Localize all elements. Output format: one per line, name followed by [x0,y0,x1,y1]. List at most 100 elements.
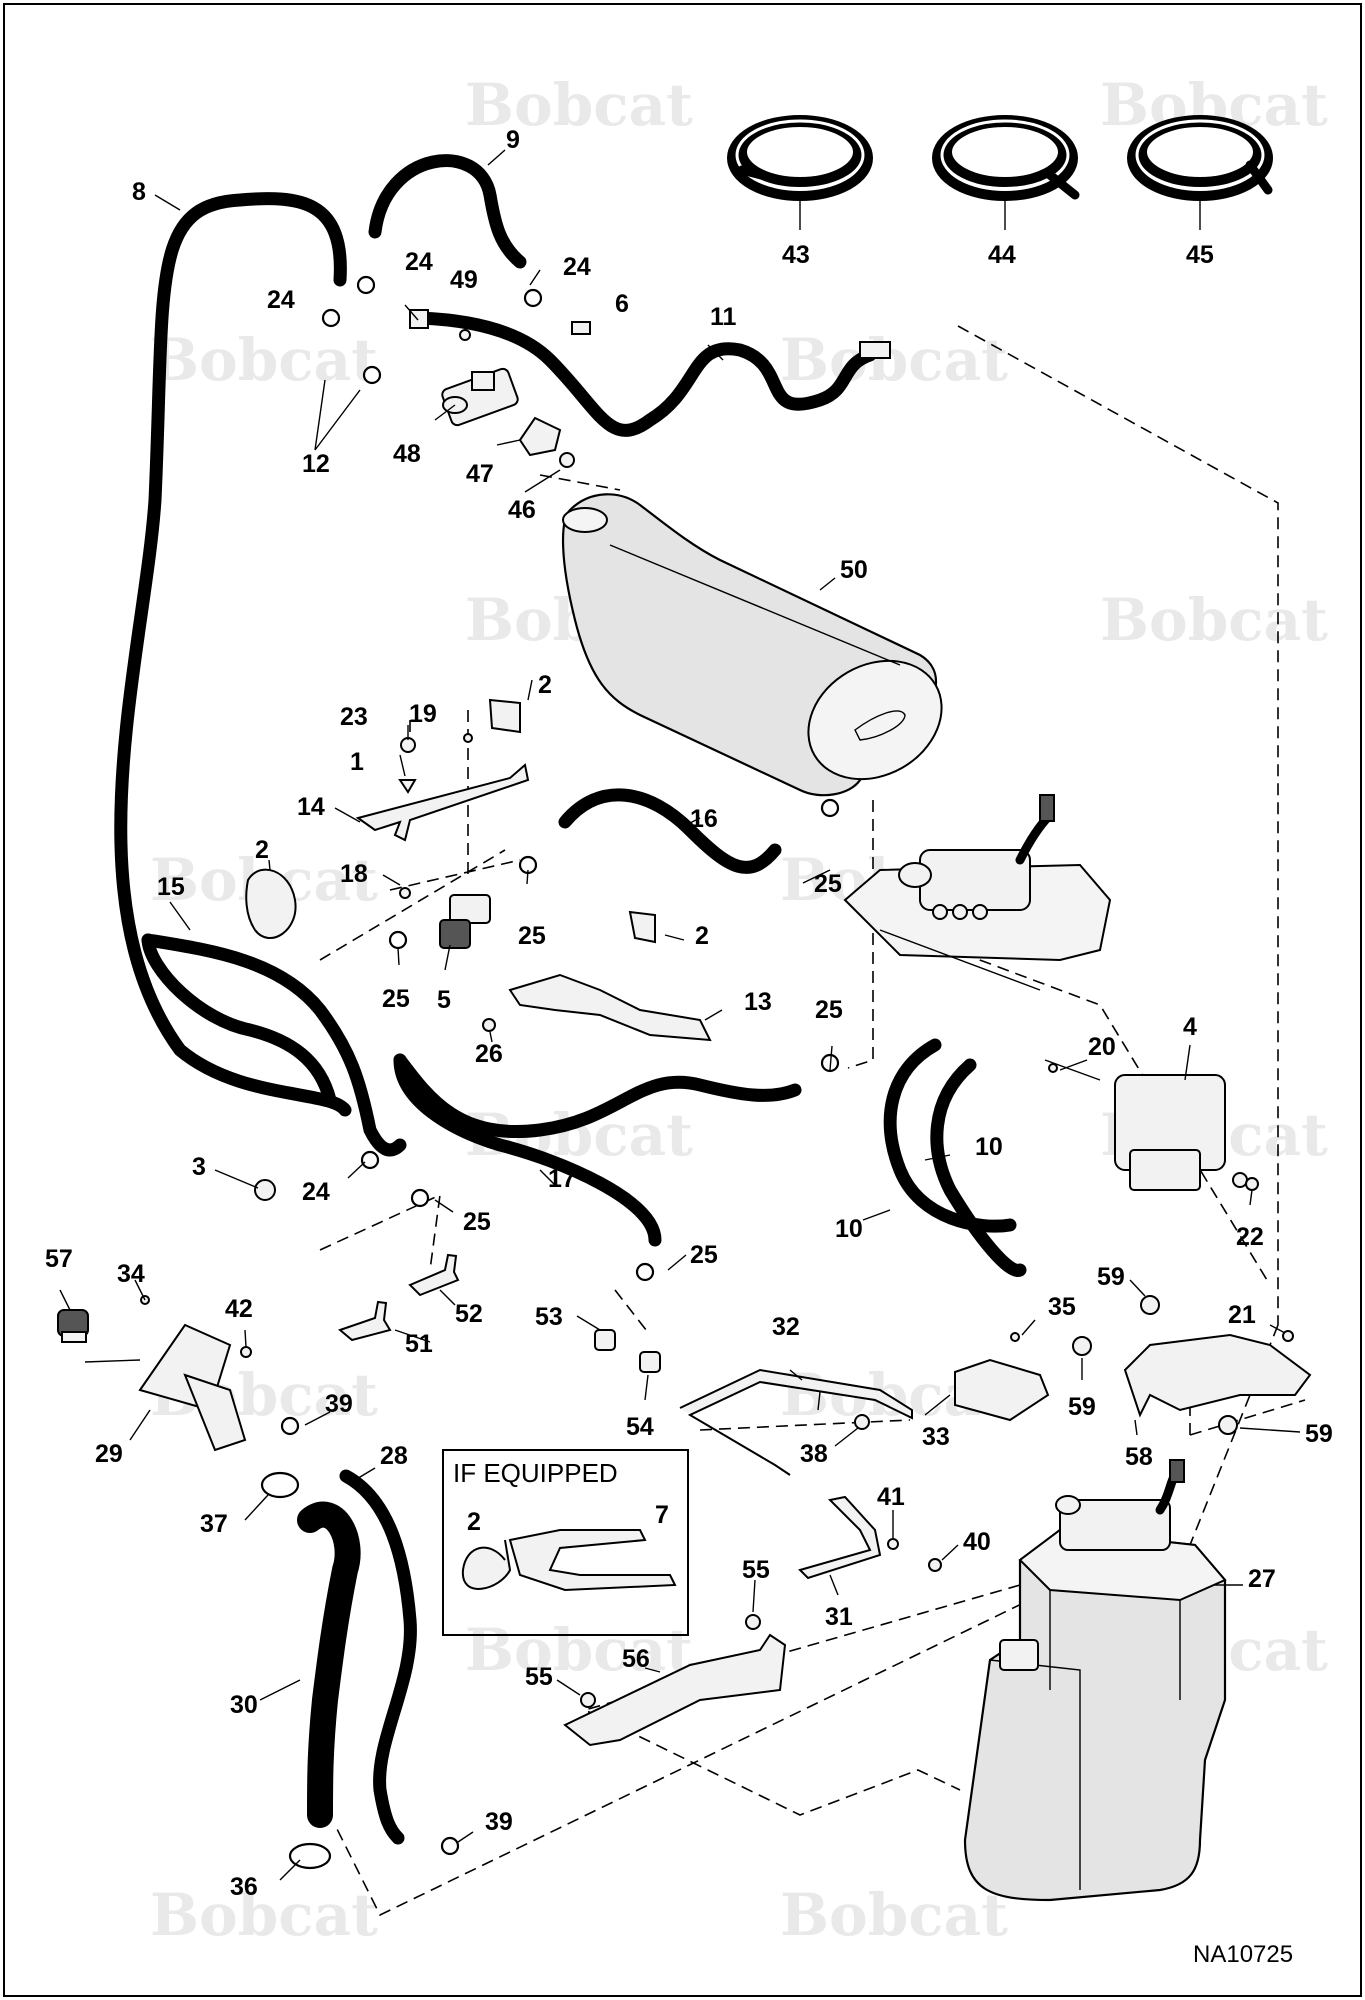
bracket-13 [508,973,712,1042]
screw-49 [459,329,471,341]
callout-35: 35 [1048,1293,1076,1321]
callout-55: 55 [742,1556,770,1584]
callout-14: 14 [297,793,325,821]
filler-neck-29 [138,1323,247,1452]
loop-clamp-2 [488,698,521,734]
callout-39: 39 [325,1390,353,1418]
callout-19: 19 [409,700,437,728]
callout-43: 43 [782,241,810,269]
clip-3 [254,1179,276,1201]
watermark: Bobcat [150,326,378,394]
callout-59: 59 [1068,1393,1096,1421]
callout-25: 25 [518,922,546,950]
nut-22 [1245,1177,1259,1191]
callout-30: 30 [230,1691,258,1719]
nut-23 [400,737,416,753]
callout-31: 31 [825,1603,853,1631]
loop-clamp-2 [245,868,297,940]
callout-2: 2 [467,1508,481,1536]
watermark: Bobcat [780,326,1008,394]
bolt-18 [399,887,411,899]
callout-41: 41 [877,1483,905,1511]
grommet-59 [1218,1415,1238,1435]
fuel-cap-57 [57,1309,89,1343]
washer-1 [398,779,417,794]
callout-3: 3 [192,1153,206,1181]
callout-25: 25 [690,1241,718,1269]
callout-22: 22 [1236,1223,1264,1251]
callout-18: 18 [340,860,368,888]
inset-frame [442,1449,689,1636]
callout-13: 13 [744,988,772,1016]
bolt-19 [463,733,473,743]
clip-46 [559,452,575,468]
bracket-31 [798,1495,882,1580]
fitting-53 [594,1329,616,1351]
callout-7: 7 [655,1501,669,1529]
fuel-pump-4 [1044,1059,1248,1191]
callout-56: 56 [622,1645,650,1673]
sender-unit-assembly [843,794,1112,991]
callout-24: 24 [563,253,591,281]
callout-39: 39 [485,1808,513,1836]
callout-26: 26 [475,1040,503,1068]
callout-6: 6 [615,290,629,318]
hose-8 [114,192,352,1117]
callout-48: 48 [393,440,421,468]
callout-2: 2 [695,922,709,950]
watermark: Bobcat [1100,586,1328,654]
hose-11 [413,311,877,437]
bracket-58 [1123,1333,1312,1418]
callout-44: 44 [988,241,1016,269]
bolt-35 [1010,1332,1020,1342]
drawing-number: NA10725 [1193,1941,1293,1968]
callout-2: 2 [538,671,552,699]
callout-53: 53 [535,1303,563,1331]
tee-fitting-52 [408,1253,460,1297]
callout-24: 24 [267,286,295,314]
inset-if-equipped: IF EQUIPPED [442,1449,689,1636]
callout-24: 24 [405,248,433,276]
callout-9: 9 [506,126,520,154]
hose-15b [141,933,337,1107]
callout-36: 36 [230,1873,258,1901]
callout-47: 47 [466,460,494,488]
bracket-33 [954,1358,1050,1422]
hose-coil-44 [932,115,1080,201]
callout-15: 15 [157,873,185,901]
fuel-tank-50 [561,493,943,797]
callout-20: 20 [1088,1033,1116,1061]
washer-41 [887,1538,899,1550]
clamp-37 [260,1471,300,1499]
connector-11 [859,341,891,359]
nut-40 [928,1558,942,1572]
callout-1: 1 [350,748,364,776]
callout-4: 4 [1183,1013,1197,1041]
fitting-54 [639,1351,661,1373]
bolt-26 [482,1018,496,1032]
callout-21: 21 [1228,1301,1256,1329]
hose-15a [141,933,407,1157]
inset-title: IF EQUIPPED [453,1458,618,1488]
strap-32 [679,1368,913,1476]
callout-50: 50 [840,556,868,584]
callout-52: 52 [455,1300,483,1328]
callout-38: 38 [800,1440,828,1468]
gasket-47 [518,416,562,457]
hose-coil-43 [727,115,873,201]
callout-25: 25 [463,1208,491,1236]
hose-16 [558,788,782,874]
callout-25: 25 [814,870,842,898]
shutoff-valve-5 [439,894,491,949]
callout-27: 27 [1248,1565,1276,1593]
hose-30 [297,1501,361,1828]
callout-2: 2 [255,836,269,864]
hose-28 [339,1469,417,1845]
callout-23: 23 [340,703,368,731]
callout-55: 55 [525,1663,553,1691]
callout-11: 11 [710,303,737,331]
hose-clamps [280,275,840,1856]
hose-10b [930,1058,1027,1277]
callout-28: 28 [380,1442,408,1470]
loop-clamp-2 [628,910,656,944]
